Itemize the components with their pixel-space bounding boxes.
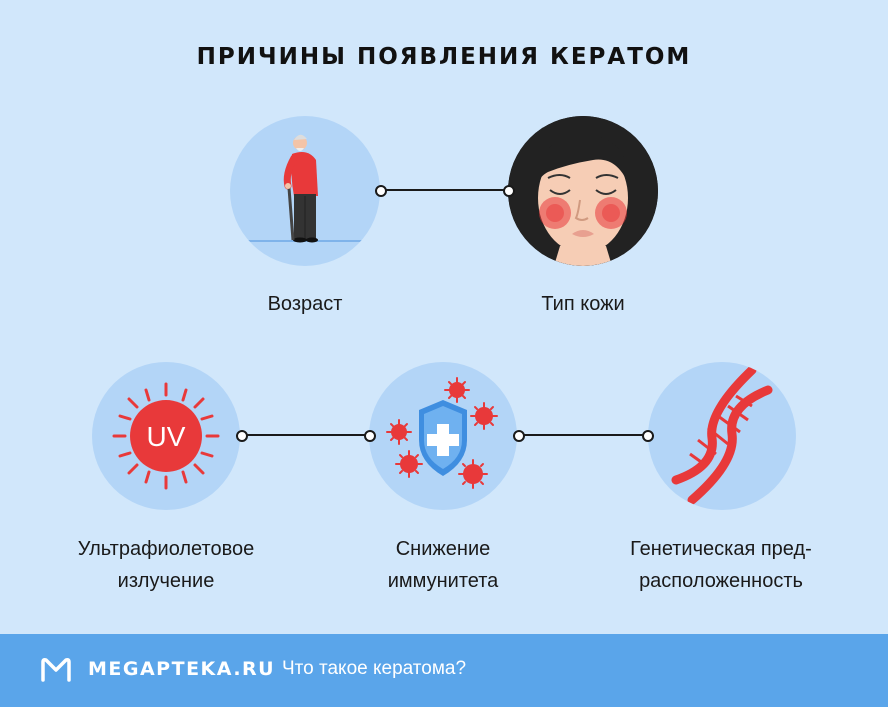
page-title: ПРИЧИНЫ ПОЯВЛЕНИЯ КЕРАТОМ (196, 44, 692, 70)
label-skin-type: Тип кожи (541, 293, 625, 315)
connector-dot (642, 430, 654, 442)
immunity-circle (369, 362, 517, 510)
uv-badge-text: UV (147, 421, 186, 452)
face-with-redness-icon (508, 116, 658, 266)
connector-uv-immunity (241, 434, 369, 436)
genetic-circle (648, 362, 796, 510)
connector-dot (236, 430, 248, 442)
connector-dot (513, 430, 525, 442)
shield-virus-icon (386, 377, 498, 489)
megapteka-logo-icon[interactable] (40, 656, 72, 684)
connector-dot (375, 185, 387, 197)
footer-bar (0, 634, 888, 707)
footer-brand[interactable]: MEGAPTEKA.RU (88, 658, 276, 680)
dna-icon (671, 365, 773, 505)
connector-age-skin (380, 189, 508, 191)
sun-uv-icon: UV (112, 382, 220, 490)
elderly-person-icon (248, 134, 362, 243)
age-circle (230, 116, 380, 266)
uv-circle: UV (92, 362, 240, 510)
footer-tagline: Что такое кератома? (282, 658, 467, 679)
label-uv: Ультрафиолетовое излучение (77, 538, 255, 592)
label-age: Возраст (267, 293, 343, 315)
skin-type-circle (508, 116, 658, 266)
connector-immunity-genetic (518, 434, 647, 436)
connector-dot (503, 185, 515, 197)
label-immunity: Снижение иммунитета (387, 538, 499, 592)
label-genetic: Генетическая пред- расположенность (630, 538, 812, 592)
connector-dot (364, 430, 376, 442)
